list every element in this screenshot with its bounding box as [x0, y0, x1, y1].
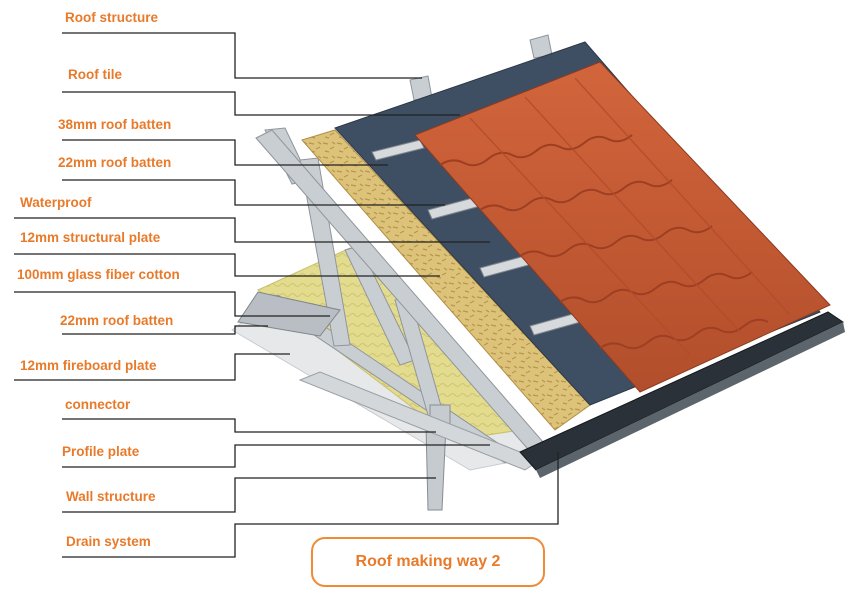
roof-tile-field — [414, 61, 831, 393]
label-drain-system: Drain system — [66, 534, 151, 549]
label-roof-structure: Roof structure — [65, 10, 159, 25]
label-waterproof: Waterproof — [20, 195, 92, 210]
caption-box: Roof making way 2 — [311, 537, 545, 587]
caption-text: Roof making way 2 — [355, 553, 501, 570]
label-100mm-glass-fiber-cotton: 100mm glass fiber cotton — [17, 267, 180, 282]
lower-roof-batten — [237, 291, 341, 337]
label-12mm-fireboard-plate: 12mm fireboard plate — [20, 358, 157, 373]
roof-tile-rows — [439, 134, 769, 350]
drain-gutter-lip — [536, 322, 845, 478]
label-38mm-roof-batten: 38mm roof batten — [58, 117, 172, 132]
roof-battens — [371, 139, 585, 336]
leader-lines — [14, 32, 559, 558]
label-wall-structure: Wall structure — [66, 489, 156, 504]
label-profile-plate: Profile plate — [62, 444, 140, 459]
label-22mm-roof-batten-lower: 22mm roof batten — [60, 313, 174, 328]
label-connector: connector — [65, 397, 131, 412]
label-22mm-roof-batten-upper: 22mm roof batten — [58, 155, 172, 170]
roof-tile-ribs — [469, 77, 791, 356]
label-roof-tile: Roof tile — [68, 67, 122, 82]
label-12mm-structural-plate: 12mm structural plate — [20, 230, 161, 245]
